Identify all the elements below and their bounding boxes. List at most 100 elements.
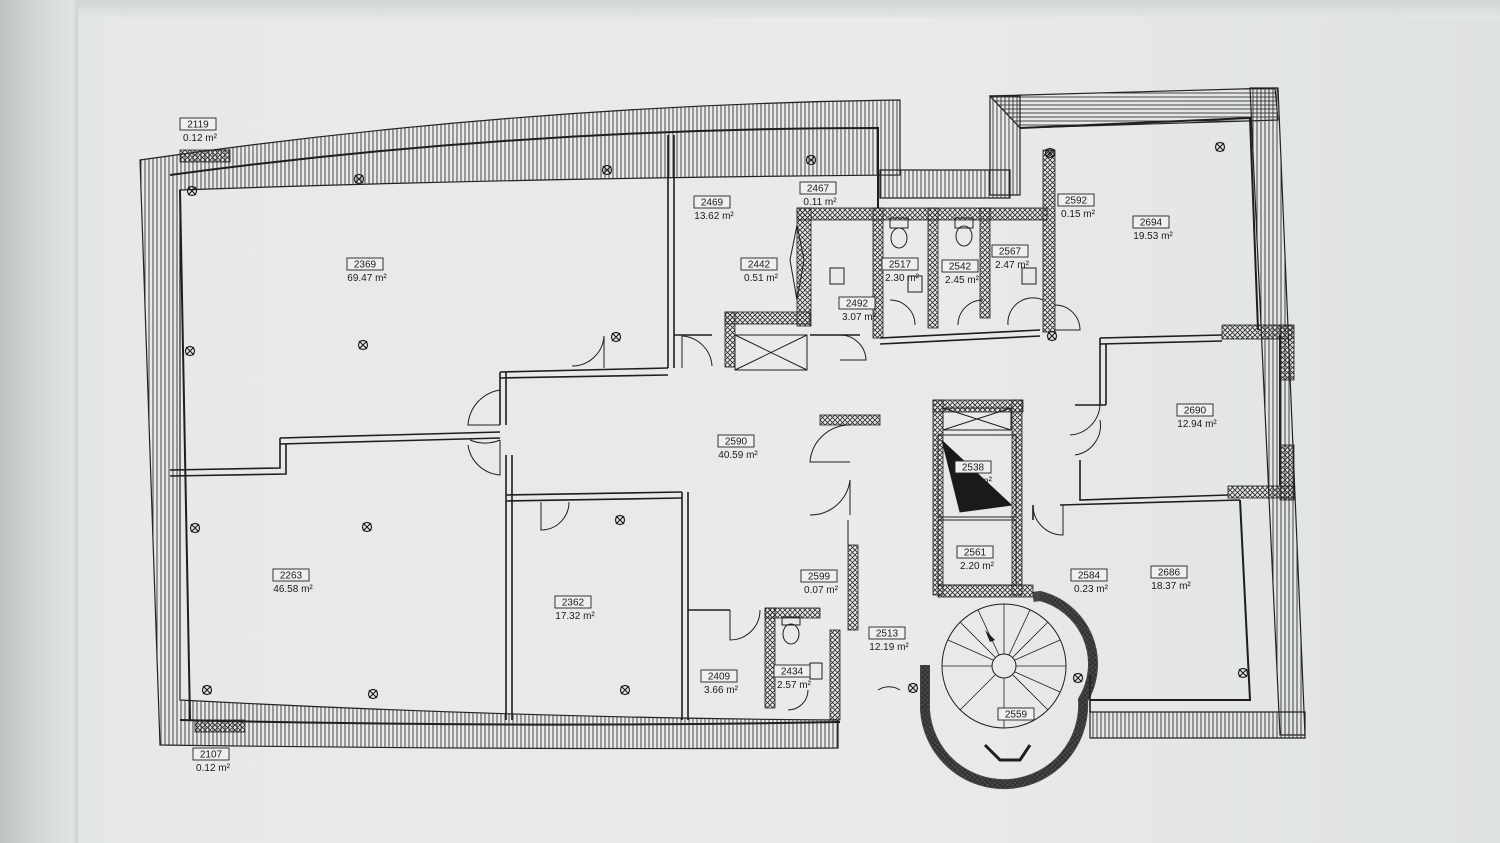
room-number: 2434: [781, 667, 804, 678]
spiral-staircase: [920, 590, 1098, 790]
room-id-box: [1132, 215, 1170, 229]
room-number: 2513: [876, 629, 899, 640]
room-id-box: [800, 569, 838, 583]
room-area: 17.32 m²: [555, 611, 595, 622]
room-area: 0.15 m²: [1061, 209, 1096, 220]
room-number: 2567: [999, 247, 1022, 258]
room-id-box: [941, 259, 979, 273]
room-number: 2409: [708, 672, 731, 683]
room-area: 2.47 m²: [995, 260, 1030, 271]
room-area: 12.19 m²: [869, 642, 909, 653]
room-number: 2592: [1065, 196, 1088, 207]
room-id-box: [954, 460, 992, 474]
room-area: 13.62 m²: [694, 211, 734, 222]
door-swings: [467, 297, 1101, 711]
room-number: 2517: [889, 260, 912, 271]
room-area: 2.30 m²: [885, 273, 920, 284]
room-label-2559: 2559: [997, 707, 1035, 721]
room-label-2592: 2592 0.15 m²: [1057, 193, 1096, 220]
room-area: 0.07 m²: [804, 585, 839, 596]
room-area: 3.66 m²: [704, 685, 739, 696]
room-number: 2362: [562, 598, 585, 609]
room-area: 0.11 m²: [803, 197, 837, 208]
column-markers: [184, 141, 1249, 700]
room-area: 0.12 m²: [196, 763, 231, 774]
room-area: 46.58 m²: [273, 584, 313, 595]
room-label-2263: 2263 46.58 m²: [272, 568, 313, 595]
room-number: 2584: [1078, 571, 1101, 582]
room-area: 18.37 m²: [1151, 581, 1191, 592]
room-label-2694: 2694 19.53 m²: [1132, 215, 1173, 242]
room-number: 2119: [187, 120, 209, 131]
room-label-2469: 2469 13.62 m²: [693, 195, 734, 222]
room-label-2107: 2107 0.12 m²: [192, 747, 231, 774]
room-label-2409: 2409 3.66 m²: [700, 669, 739, 696]
room-id-box: [346, 257, 384, 271]
room-id-box: [799, 181, 837, 195]
room-number: 2467: [807, 184, 830, 195]
room-id-box: [773, 664, 811, 678]
room-label-2567: 2567 2.47 m²: [991, 244, 1030, 271]
room-number: 2590: [725, 437, 748, 448]
room-id-box: [956, 545, 994, 559]
room-label-2442: 2442 0.51 m²: [740, 257, 779, 284]
room-area: 19.53 m²: [1133, 231, 1173, 242]
room-id-box: [272, 568, 310, 582]
room-id-box: [554, 595, 592, 609]
page-top-edge: [0, 0, 1500, 18]
room-area: 2.66 m²: [958, 476, 993, 487]
room-number: 2469: [701, 198, 724, 209]
room-number: 2492: [846, 299, 869, 310]
room-area: 69.47 m²: [347, 273, 387, 284]
room-label-2492: 2492 3.07 m²: [838, 296, 877, 323]
room-id-box: [740, 257, 778, 271]
roof-eave-band: [139, 87, 1306, 750]
room-id-box: [1057, 193, 1095, 207]
room-label-2538: 2538 2.66 m²: [954, 460, 993, 487]
room-number: 2561: [964, 548, 987, 559]
room-area: 0.23 m²: [1074, 584, 1109, 595]
room-area: 2.45 m²: [945, 275, 980, 286]
shafts: [734, 224, 1017, 586]
partition-walls: [169, 135, 1241, 720]
room-area: 40.59 m²: [718, 450, 758, 461]
room-area: 3.07 m²: [842, 312, 877, 323]
room-area: 2.20 m²: [960, 561, 995, 572]
room-area: 0.51 m²: [744, 273, 779, 284]
room-label-2467: 2467 0.11 m²: [799, 181, 837, 208]
room-label-2561: 2561 2.20 m²: [956, 545, 995, 572]
room-id-box: [868, 626, 906, 640]
room-label-2690: 2690 12.94 m²: [1176, 403, 1217, 430]
room-id-box: [179, 117, 217, 131]
interior-walls: [179, 149, 1295, 733]
room-id-box: [1150, 565, 1188, 579]
room-number: 2107: [200, 750, 223, 761]
room-number: 2263: [280, 571, 303, 582]
room-number: 2690: [1184, 406, 1207, 417]
room-label-2119: 2119 0.12 m²: [179, 117, 218, 144]
room-number: 2694: [1140, 218, 1163, 229]
room-id-box: [881, 257, 919, 271]
book-binding-shadow: [0, 0, 78, 843]
room-number: 2442: [748, 260, 771, 271]
room-label-2513: 2513 12.19 m²: [868, 626, 909, 653]
room-id-box: [1070, 568, 1108, 582]
room-id-box: [192, 747, 230, 761]
room-label-2517: 2517 2.30 m²: [881, 257, 920, 284]
room-id-box: [1176, 403, 1214, 417]
room-id-box: [997, 707, 1035, 721]
room-number: 2542: [949, 262, 972, 273]
room-number: 2538: [962, 463, 985, 474]
room-label-2590: 2590 40.59 m²: [717, 434, 758, 461]
room-area: 12.94 m²: [1177, 419, 1217, 430]
room-label-2584: 2584 0.23 m²: [1070, 568, 1109, 595]
room-area: 0.12 m²: [183, 133, 218, 144]
room-number: 2559: [1005, 710, 1028, 721]
